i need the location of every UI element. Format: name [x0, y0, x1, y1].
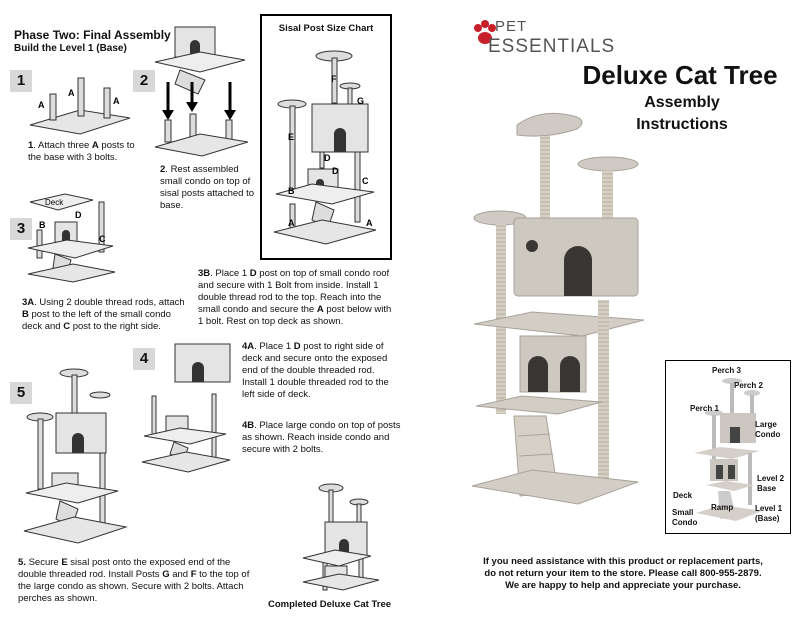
diagram-letter: A [68, 88, 75, 98]
step-3a-text: 3A. Using 2 double thread rods, attach B… [22, 297, 185, 332]
label-level-2-base: Level 2 Base [757, 474, 785, 493]
diagram-letter: A [38, 100, 45, 110]
completed-caption: Completed Deluxe Cat Tree [268, 599, 392, 610]
label-perch-1: Perch 1 [690, 404, 719, 413]
diagram-letter: B [288, 186, 295, 196]
step-5-text: 5. Secure E sisal post onto the exposed … [18, 557, 250, 604]
diagram-letter: D [332, 166, 339, 176]
diagram-letter: D [324, 153, 331, 163]
footer-line-1: If you need assistance with this product… [483, 556, 763, 567]
step-3-diagram: Deck B C D [27, 193, 116, 283]
brand-top: PET [495, 18, 528, 35]
cat-tree-photo [471, 112, 645, 505]
diagram-letter: G [357, 96, 364, 106]
diagram-letter: F [331, 74, 337, 84]
step-4b-text: 4B. Place large condo on top of posts as… [242, 420, 401, 455]
label-ramp: Ramp [711, 503, 734, 512]
completed-tree-diagram [302, 483, 380, 591]
label-large-condo: Large Condo [755, 420, 781, 439]
size-chart-diagram: F G E D D B C A A [273, 50, 377, 245]
diagram-letter: B [39, 220, 46, 230]
diagram-letter: A [288, 218, 295, 228]
diagram-letter: D [75, 210, 82, 220]
diagram-letter: E [288, 132, 294, 142]
label-level-1-base: Level 1 (Base) [755, 504, 783, 523]
step-2-diagram [154, 26, 249, 157]
diagram-letter: C [362, 176, 369, 186]
main-title: Deluxe Cat Tree [582, 60, 778, 90]
step-1-number: 1 [10, 70, 32, 92]
brand-bottom: ESSENTIALS [488, 36, 616, 57]
step-4-number: 4 [133, 348, 155, 370]
support-footer: If you need assistance with this product… [448, 556, 798, 592]
subtitle-line1: Assembly [644, 94, 720, 111]
label-deck: Deck [673, 491, 693, 500]
phase-subtitle: Build the Level 1 (Base) [14, 43, 127, 54]
phase-title: Phase Two: Final Assembly [14, 28, 171, 42]
sisal-size-chart: Sisal Post Size Chart F G E D D B C A A [260, 14, 392, 260]
footer-line-2: do not return your item to the store. Pl… [484, 568, 762, 579]
parts-legend-box [665, 360, 791, 534]
step-5-number: 5 [10, 382, 32, 404]
step-1-text: 1. Attach three A posts to the base with… [28, 140, 135, 163]
diagram-letter: C [99, 234, 106, 244]
paw-logo-icon [474, 20, 496, 44]
step-2-text: 2. Rest assembled small condo on top of … [160, 164, 254, 211]
footer-line-3: We are happy to help and appreciate your… [505, 580, 741, 591]
step-3b-text: 3B. Place 1 D post on top of small condo… [198, 268, 392, 327]
step-5-diagram [23, 368, 128, 544]
label-perch-3: Perch 3 [712, 366, 741, 375]
subtitle-line2: Instructions [636, 116, 728, 133]
step-4-diagram [141, 343, 231, 473]
step-3-number: 3 [10, 218, 32, 240]
parts-legend-diagram [694, 378, 762, 521]
step-4a-text: 4A. Place 1 D post to right side of deck… [242, 341, 389, 400]
diagram-letter: A [366, 218, 373, 228]
label-small-condo: Small Condo [672, 508, 698, 527]
size-chart-title: Sisal Post Size Chart [278, 23, 374, 34]
diagram-letter: A [113, 96, 120, 106]
deck-label: Deck [45, 198, 64, 207]
step-2-number: 2 [133, 70, 155, 92]
step-1-diagram: A A A [29, 77, 131, 135]
label-perch-2: Perch 2 [734, 381, 763, 390]
